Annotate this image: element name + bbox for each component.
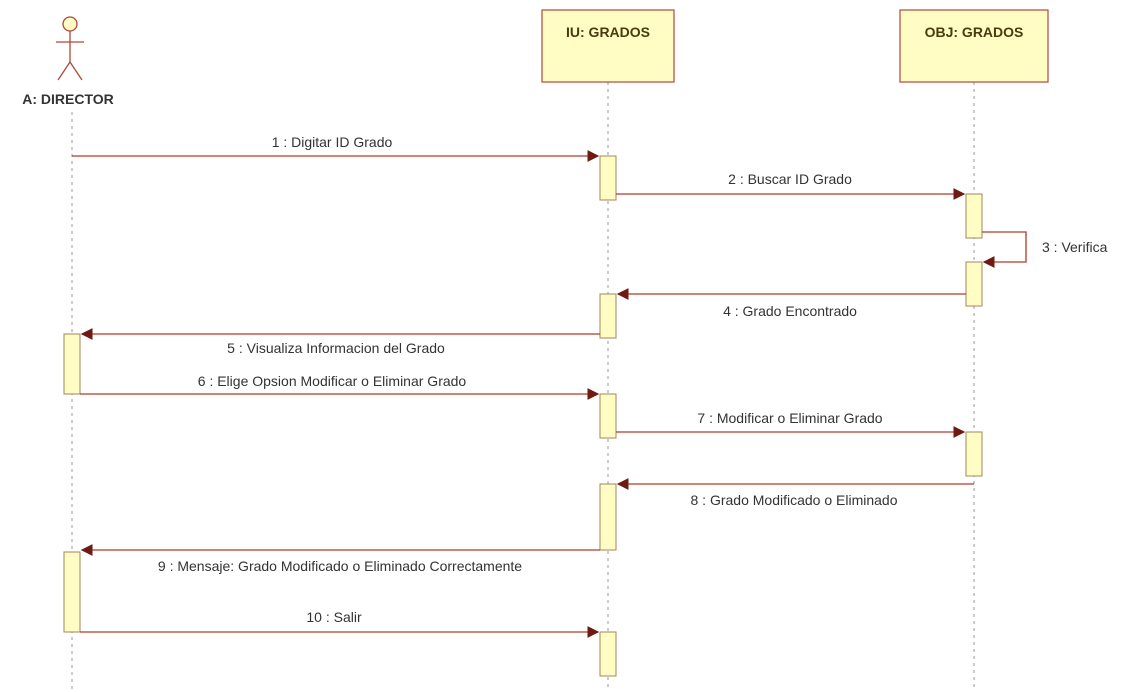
message-2: 2 : Buscar ID Grado [616, 171, 966, 200]
activation-bar [599, 483, 617, 551]
activation-bar [965, 261, 983, 307]
message-label: 10 : Salir [306, 609, 362, 625]
message-5: 5 : Visualiza Informacion del Grado [80, 328, 600, 356]
activation-bar [965, 193, 983, 239]
participant-obj[interactable]: OBJ: GRADOS [899, 9, 1049, 83]
message-6: 6 : Elige Opsion Modificar o Eliminar Gr… [80, 373, 600, 400]
stick-figure-icon [56, 16, 84, 81]
message-9: 9 : Mensaje: Grado Modificado o Eliminad… [80, 544, 600, 574]
message-8: 8 : Grado Modificado o Eliminado [616, 478, 974, 508]
message-label: 3 : Verifica [1042, 239, 1108, 255]
activation-bar [599, 393, 617, 439]
participant-iu-box [541, 9, 675, 83]
message-10: 10 : Salir [80, 609, 600, 638]
message-label: 4 : Grado Encontrado [723, 303, 857, 319]
activation-bar [599, 155, 617, 201]
message-label: 9 : Mensaje: Grado Modificado o Eliminad… [158, 558, 522, 574]
message-label: 6 : Elige Opsion Modificar o Eliminar Gr… [198, 373, 467, 389]
activation-bars [63, 155, 983, 677]
activation-bar [965, 431, 983, 477]
activation-bar [599, 631, 617, 677]
message-label: 1 : Digitar ID Grado [272, 134, 393, 150]
actor-director[interactable]: A: DIRECTOR [22, 16, 114, 107]
message-label: 8 : Grado Modificado o Eliminado [691, 492, 898, 508]
message-7: 7 : Modificar o Eliminar Grado [616, 410, 966, 438]
message-label: 5 : Visualiza Informacion del Grado [227, 340, 445, 356]
message-3-self: 3 : Verifica [982, 231, 1108, 268]
message-4: 4 : Grado Encontrado [616, 288, 966, 319]
participant-iu[interactable]: IU: GRADOS [541, 9, 675, 83]
activation-bar [63, 551, 81, 633]
participant-obj-label: OBJ: GRADOS [925, 24, 1024, 40]
message-arrow [982, 231, 1027, 268]
message-1: 1 : Digitar ID Grado [72, 134, 600, 162]
activation-bar [599, 293, 617, 339]
participant-obj-box [899, 9, 1049, 83]
message-label: 2 : Buscar ID Grado [728, 171, 852, 187]
participant-iu-label: IU: GRADOS [566, 24, 650, 40]
activation-bar [63, 333, 81, 395]
message-label: 7 : Modificar o Eliminar Grado [697, 410, 882, 426]
actor-director-label: A: DIRECTOR [22, 91, 114, 107]
